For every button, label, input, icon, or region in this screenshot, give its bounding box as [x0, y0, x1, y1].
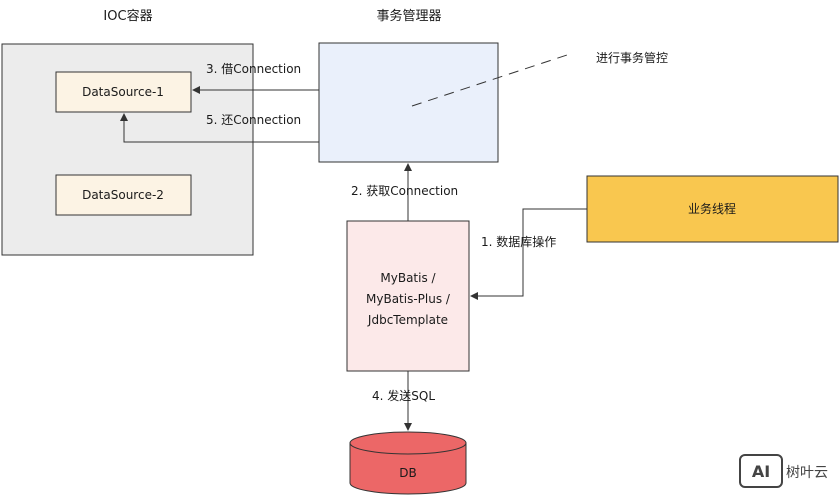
orm-line-mybatis-plus: MyBatis-Plus /	[366, 292, 451, 306]
annotation-label: 进行事务管控	[596, 50, 668, 65]
transaction-manager-box	[318, 42, 499, 163]
watermark-logo-box	[739, 454, 783, 488]
watermark-brand: 树叶云	[786, 465, 828, 481]
watermark-logo: AI	[739, 454, 783, 488]
step2-label: 2. 获取Connection	[351, 184, 458, 198]
step3-label: 3. 借Connection	[206, 62, 301, 76]
business-thread-label: 业务线程	[688, 201, 736, 216]
orm-line-jdbctemplate: JdbcTemplate	[367, 313, 448, 327]
step5-arrow	[120, 113, 319, 143]
datasource-1-label: DataSource-1	[82, 85, 164, 99]
orm-line-mybatis: MyBatis /	[380, 271, 436, 285]
datasource-2-box	[55, 174, 192, 216]
step5-label: 5. 还Connection	[206, 113, 301, 127]
ioc-container-title: IOC容器	[103, 8, 152, 24]
database-cylinder-body	[349, 443, 467, 495]
database-cylinder-top	[349, 431, 467, 455]
watermark-logo-text: AI	[752, 462, 770, 481]
business-thread-box	[586, 175, 839, 243]
step4-label: 4. 发送SQL	[372, 388, 435, 403]
database-label: DB	[399, 466, 416, 480]
orm-framework-box	[346, 220, 470, 372]
datasource-1-box	[55, 71, 192, 113]
transaction-manager-title: 事务管理器	[376, 8, 441, 24]
datasource-2-label: DataSource-2	[82, 188, 164, 202]
step1-arrow	[470, 208, 587, 300]
step1-label: 1. 数据库操作	[481, 234, 556, 249]
